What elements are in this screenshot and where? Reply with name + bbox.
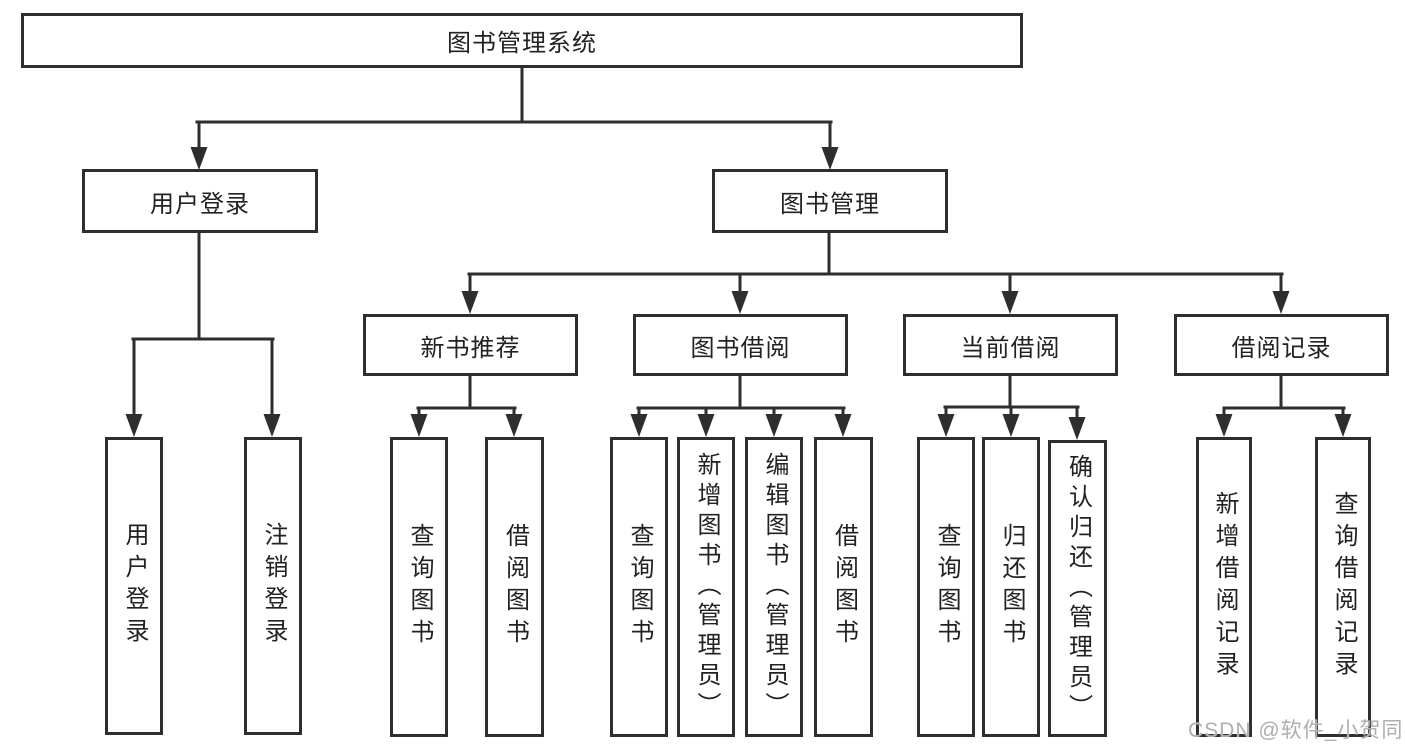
node-user-login-group: 用户登录	[82, 169, 318, 233]
csdn-watermark: CSDN @软件_小贺同学	[1188, 719, 1405, 742]
leaf-borrow-books-label: 借阅图书	[830, 523, 858, 651]
node-book-borrowing: 图书借阅	[633, 314, 848, 376]
leaf-borrow-books: 借阅图书	[814, 437, 873, 737]
leaf-return-books-label: 归还图书	[998, 523, 1025, 651]
node-borrowing-records-label: 借阅记录	[1231, 334, 1332, 362]
leaf-add-books-admin-label: 新增图书（管理员）	[693, 452, 720, 722]
leaf-user-login: 用户登录	[105, 437, 163, 735]
leaf-add-books-admin: 新增图书（管理员）	[677, 437, 735, 737]
leaf-query-borrow-record: 查询借阅记录	[1315, 437, 1371, 737]
node-book-management-group: 图书管理	[712, 169, 948, 233]
leaf-query-borrow-record-label: 查询借阅记录	[1330, 491, 1357, 683]
node-book-management-label: 图书管理	[780, 190, 880, 218]
node-book-borrowing-label: 图书借阅	[690, 334, 791, 362]
leaf-logout: 注销登录	[244, 437, 302, 735]
leaf-query-books-borrowing: 查询图书	[610, 437, 668, 737]
leaf-query-books-current-label: 查询图书	[933, 523, 960, 651]
node-current-borrowing: 当前借阅	[903, 314, 1118, 376]
leaf-add-borrow-record-label: 新增借阅记录	[1211, 491, 1238, 683]
leaf-borrow-books-recommend-label: 借阅图书	[501, 523, 529, 651]
node-current-borrowing-label: 当前借阅	[960, 334, 1061, 362]
leaf-query-books-current: 查询图书	[917, 437, 975, 737]
node-root-label: 图书管理系统	[447, 30, 597, 57]
node-new-book-recommend: 新书推荐	[363, 314, 578, 376]
leaf-logout-label: 注销登录	[260, 522, 287, 650]
leaf-borrow-books-recommend: 借阅图书	[485, 437, 544, 737]
leaf-confirm-return-admin-label: 确认归还（管理员）	[1064, 453, 1092, 724]
leaf-return-books: 归还图书	[982, 437, 1040, 737]
node-root-system: 图书管理系统	[21, 13, 1023, 68]
leaf-query-books-recommend-label: 查询图书	[406, 523, 433, 651]
leaf-query-books-recommend: 查询图书	[390, 437, 448, 737]
leaf-edit-books-admin-label: 编辑图书（管理员）	[761, 452, 788, 722]
leaf-edit-books-admin: 编辑图书（管理员）	[745, 437, 803, 737]
node-user-login-group-label: 用户登录	[150, 190, 250, 218]
leaf-user-login-label: 用户登录	[121, 522, 148, 650]
node-borrowing-records: 借阅记录	[1174, 314, 1389, 376]
leaf-query-books-borrowing-label: 查询图书	[626, 523, 653, 651]
node-new-book-recommend-label: 新书推荐	[420, 334, 521, 362]
leaf-confirm-return-admin: 确认归还（管理员）	[1048, 440, 1107, 737]
leaf-add-borrow-record: 新增借阅记录	[1196, 437, 1252, 737]
